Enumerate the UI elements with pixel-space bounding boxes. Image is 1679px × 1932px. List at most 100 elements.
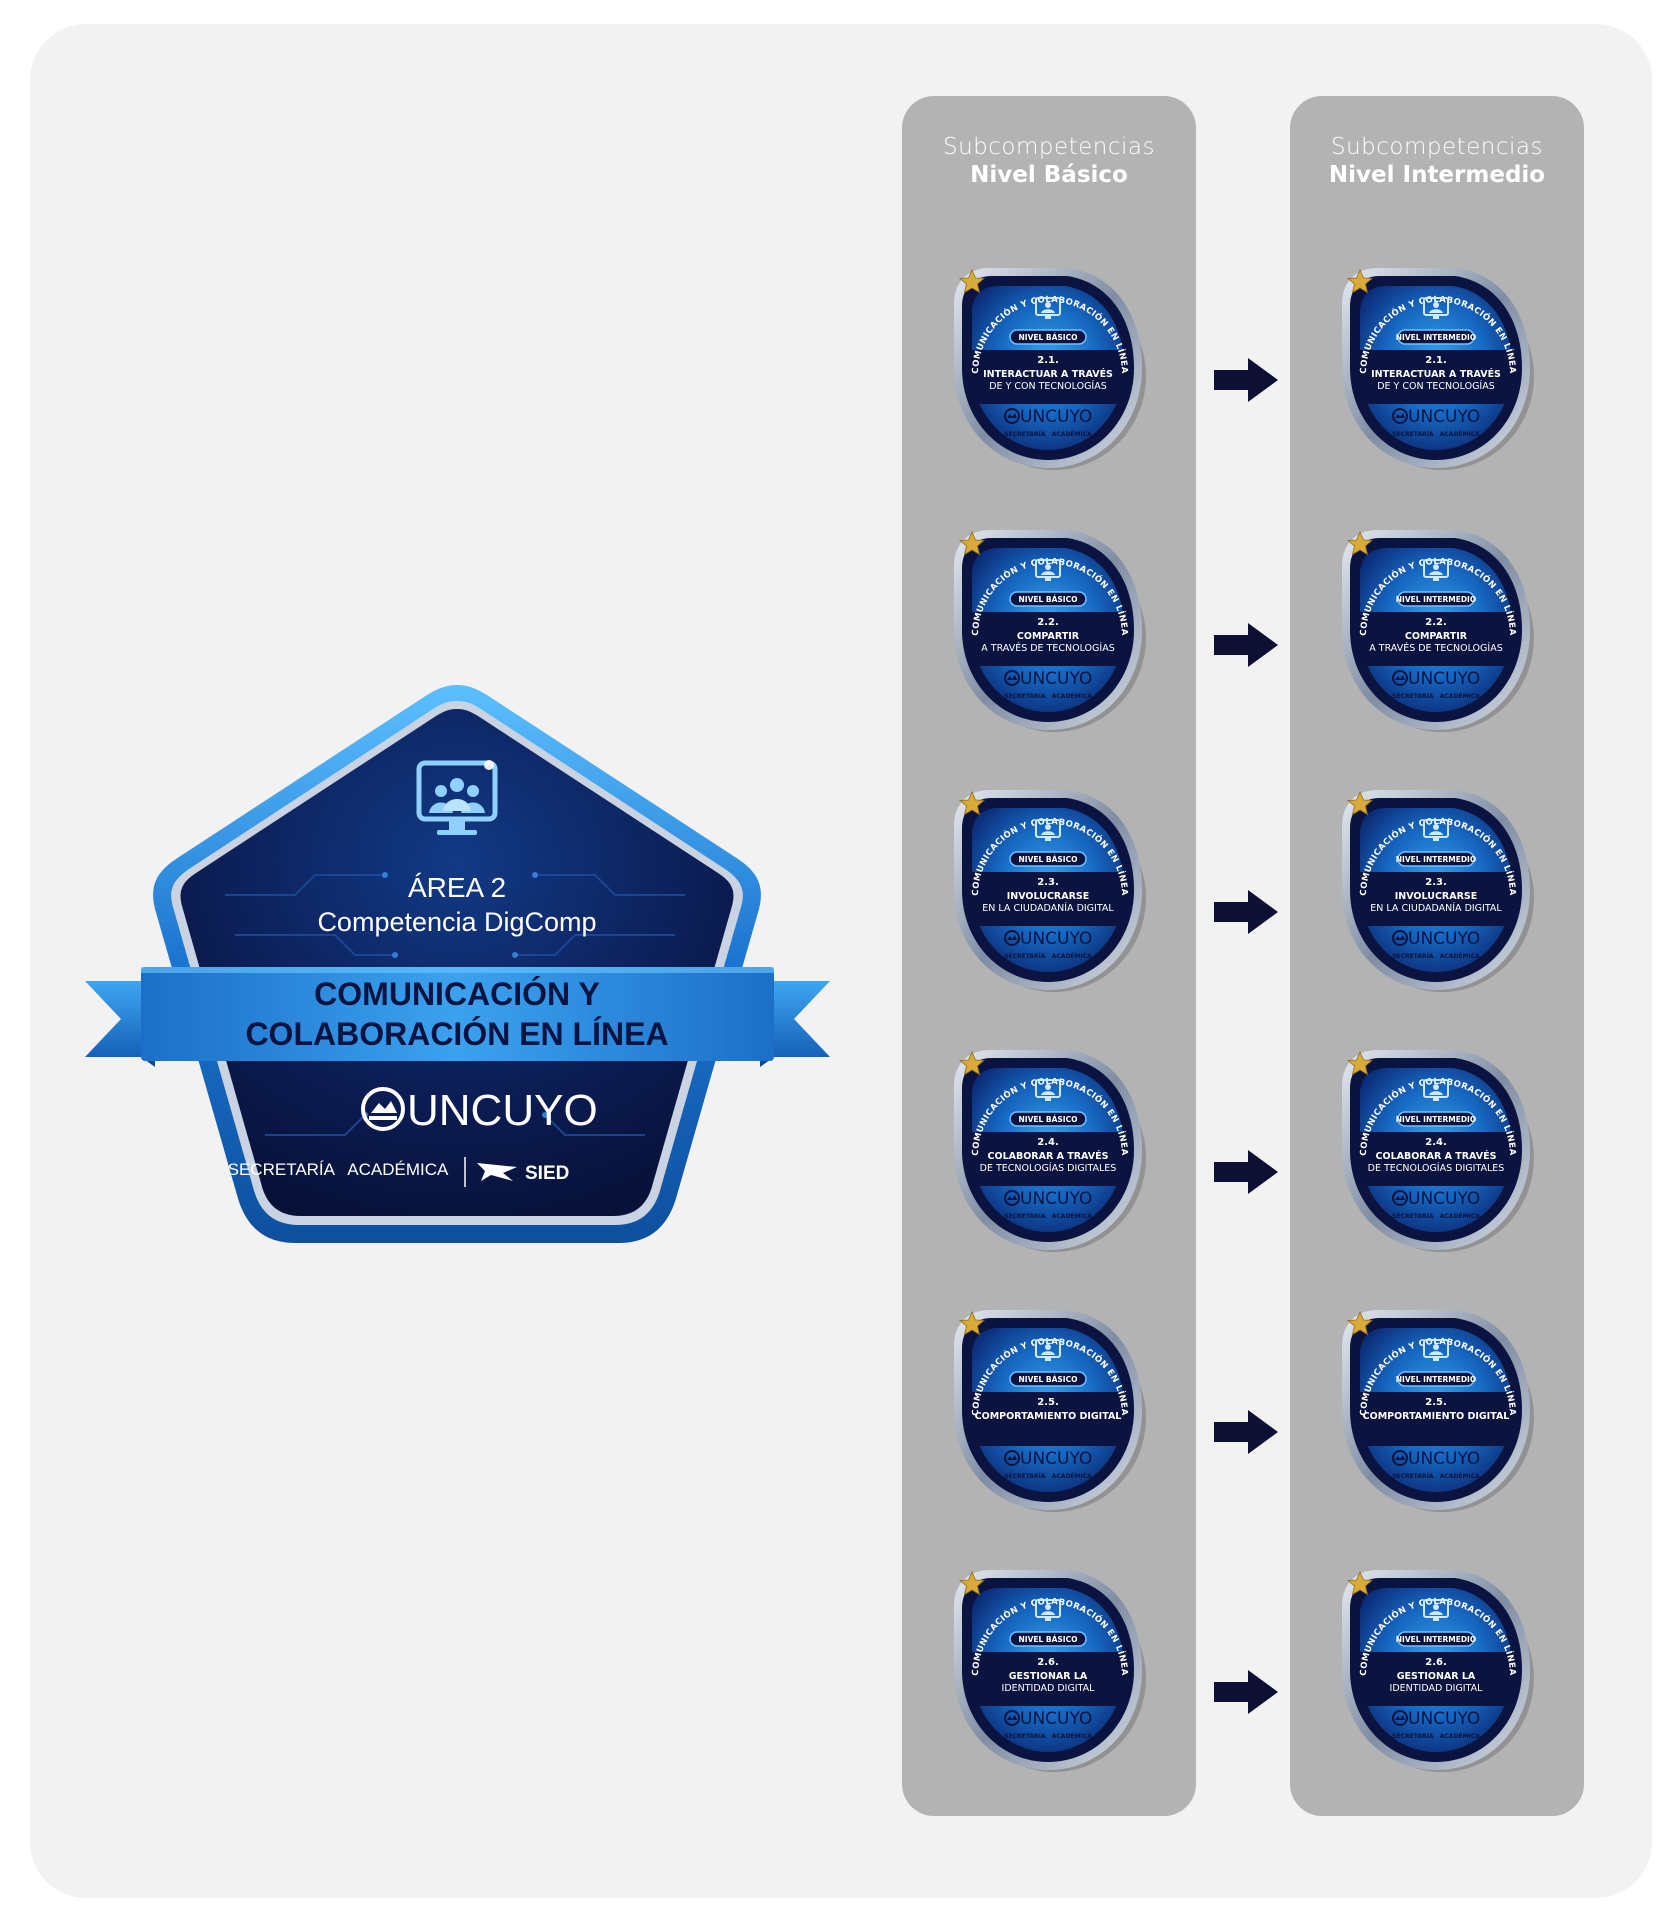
gold-star-icon xyxy=(958,791,986,816)
badge-level-pill: NIVEL INTERMEDIO xyxy=(1396,595,1476,604)
badge-title-line-2: DE Y CON TECNOLOGÍAS xyxy=(1377,380,1495,392)
main-title-line-1: COMUNICACIÓN Y xyxy=(314,976,600,1012)
subcompetencia-badge-2-2-basico: COMUNICACIÓN Y COLABORACIÓN EN LÍNEA NIV… xyxy=(950,526,1146,736)
subcompetencia-badge-2-6-intermedio: COMUNICACIÓN Y COLABORACIÓN EN LÍNEA NIV… xyxy=(1338,1566,1534,1776)
subcompetencia-badge-2-2-intermedio: COMUNICACIÓN Y COLABORACIÓN EN LÍNEA NIV… xyxy=(1338,526,1534,736)
sied-text: SIED xyxy=(525,1163,569,1184)
badge-number: 2.5. xyxy=(1037,1397,1059,1408)
arrow-right-icon xyxy=(1214,623,1278,667)
badge-title-line-1: COLABORAR A TRAVÉS xyxy=(988,1150,1109,1162)
badge-title-line-1: INTERACTUAR A TRAVÉS xyxy=(1371,368,1501,380)
gold-star-icon xyxy=(1346,269,1374,294)
badge-number: 2.3. xyxy=(1425,877,1447,888)
uncuyo-logo: UNCUYO xyxy=(1392,1709,1480,1729)
area-2-main-badge: ÁREA 2 Competencia DigComp COMUNICACIÓN … xyxy=(85,685,830,1260)
subcompetencia-badge-2-5-basico: COMUNICACIÓN Y COLABORACIÓN EN LÍNEA NIV… xyxy=(950,1306,1146,1516)
badge-level-pill: NIVEL INTERMEDIO xyxy=(1396,855,1476,864)
gold-star-icon xyxy=(958,531,986,556)
gold-star-icon xyxy=(1346,1311,1374,1336)
monitor-icon xyxy=(1035,1339,1061,1361)
badge-number: 2.5. xyxy=(1425,1397,1447,1408)
gold-star-icon xyxy=(1346,791,1374,816)
secretaria-academica: SECRETARÍA ACADÉMICA xyxy=(1004,692,1092,700)
uncuyo-logo-text: UNCUYO xyxy=(1020,407,1092,427)
badge-number: 2.2. xyxy=(1425,617,1447,628)
badge-level-pill: NIVEL INTERMEDIO xyxy=(1396,1375,1476,1384)
badge-number: 2.1. xyxy=(1425,355,1447,366)
subcompetencia-badge-svg: COMUNICACIÓN Y COLABORACIÓN EN LÍNEA NIV… xyxy=(954,1050,1146,1252)
uncuyo-logo: UNCUYO xyxy=(1004,1449,1092,1469)
badge-title-line-2: EN LA CIUDADANÍA DIGITAL xyxy=(982,902,1114,914)
arrow-right-icon xyxy=(1214,890,1278,934)
gold-star-icon xyxy=(1346,1051,1374,1076)
uncuyo-logo-text: UNCUYO xyxy=(407,1086,598,1135)
badge-number: 2.4. xyxy=(1425,1137,1447,1148)
subcompetencia-badge-svg: COMUNICACIÓN Y COLABORACIÓN EN LÍNEA NIV… xyxy=(1342,790,1534,992)
secretaria-academica: SECRETARÍA ACADÉMICA xyxy=(1004,1212,1092,1220)
subcompetencia-badge-2-3-basico: COMUNICACIÓN Y COLABORACIÓN EN LÍNEA NIV… xyxy=(950,786,1146,996)
badge-level-pill: NIVEL BÁSICO xyxy=(1019,1375,1078,1384)
badge-title-line-2: DE TECNOLOGÍAS DIGITALES xyxy=(980,1162,1117,1174)
uncuyo-logo: UNCUYO xyxy=(1004,407,1092,427)
badge-number: 2.1. xyxy=(1037,355,1059,366)
uncuyo-logo: UNCUYO xyxy=(1392,929,1480,949)
badge-title-line-2: A TRAVÉS DE TECNOLOGÍAS xyxy=(1369,642,1502,654)
badge-title-line-2: A TRAVÉS DE TECNOLOGÍAS xyxy=(981,642,1114,654)
uncuyo-logo: UNCUYO xyxy=(1004,669,1092,689)
uncuyo-logo: UNCUYO xyxy=(1392,407,1480,427)
uncuyo-logo-text: UNCUYO xyxy=(1408,1449,1480,1469)
badge-number: 2.2. xyxy=(1037,617,1059,628)
uncuyo-logo-text: UNCUYO xyxy=(1020,1189,1092,1209)
badge-number: 2.6. xyxy=(1037,1657,1059,1668)
subcompetencia-badge-svg: COMUNICACIÓN Y COLABORACIÓN EN LÍNEA NIV… xyxy=(954,790,1146,992)
column-heading: Subcompetencias Nivel Básico xyxy=(902,134,1196,188)
badge-title-line-1: INVOLUCRARSE xyxy=(1007,891,1089,902)
arrow-right-icon xyxy=(1214,358,1278,402)
column-heading-light: Subcompetencias xyxy=(1330,134,1543,160)
badge-title-line-1: GESTIONAR LA xyxy=(1009,1671,1088,1682)
gold-star-icon xyxy=(958,1051,986,1076)
uncuyo-logo-text: UNCUYO xyxy=(1408,407,1480,427)
badge-level-pill: NIVEL BÁSICO xyxy=(1019,1635,1078,1644)
subcompetencia-badge-svg: COMUNICACIÓN Y COLABORACIÓN EN LÍNEA NIV… xyxy=(1342,268,1534,470)
subcompetencia-badge-svg: COMUNICACIÓN Y COLABORACIÓN EN LÍNEA NIV… xyxy=(954,530,1146,732)
badge-level-pill: NIVEL INTERMEDIO xyxy=(1396,1635,1476,1644)
subcompetencia-badge-2-4-basico: COMUNICACIÓN Y COLABORACIÓN EN LÍNEA NIV… xyxy=(950,1046,1146,1256)
badge-title-line-2: IDENTIDAD DIGITAL xyxy=(1390,1683,1484,1694)
gold-star-icon xyxy=(958,1571,986,1596)
badge-level-pill: NIVEL BÁSICO xyxy=(1019,1115,1078,1124)
uncuyo-logo-text: UNCUYO xyxy=(1020,669,1092,689)
badge-number: 2.6. xyxy=(1425,1657,1447,1668)
column-heading-bold: Nivel Intermedio xyxy=(1328,162,1546,188)
subcompetencia-badge-svg: COMUNICACIÓN Y COLABORACIÓN EN LÍNEA NIV… xyxy=(954,1310,1146,1512)
subcompetencia-badge-svg: COMUNICACIÓN Y COLABORACIÓN EN LÍNEA NIV… xyxy=(1342,1050,1534,1252)
uncuyo-logo: UNCUYO xyxy=(361,1086,598,1135)
secretaria-academica: SECRETARÍA ACADÉMICA xyxy=(1004,1732,1092,1740)
uncuyo-logo-text: UNCUYO xyxy=(1408,1189,1480,1209)
uncuyo-logo: UNCUYO xyxy=(1392,1449,1480,1469)
badge-title-line-1: GESTIONAR LA xyxy=(1397,1671,1476,1682)
badge-title-line-2: DE TECNOLOGÍAS DIGITALES xyxy=(1368,1162,1505,1174)
badge-number: 2.4. xyxy=(1037,1137,1059,1148)
monitor-icon xyxy=(1423,559,1449,581)
uncuyo-logo: UNCUYO xyxy=(1004,1709,1092,1729)
sied-logo: SIED xyxy=(477,1163,569,1184)
monitor-icon xyxy=(1035,1599,1061,1621)
monitor-icon xyxy=(1423,1599,1449,1621)
uncuyo-logo: UNCUYO xyxy=(1392,1189,1480,1209)
competencia-label: Competencia DigComp xyxy=(317,907,596,937)
badge-title-line-1: COLABORAR A TRAVÉS xyxy=(1376,1150,1497,1162)
subcompetencia-badge-svg: COMUNICACIÓN Y COLABORACIÓN EN LÍNEA NIV… xyxy=(954,1570,1146,1772)
column-heading-bold: Nivel Básico xyxy=(970,162,1128,188)
subcompetencia-badge-svg: COMUNICACIÓN Y COLABORACIÓN EN LÍNEA NIV… xyxy=(1342,1570,1534,1772)
badge-level-pill: NIVEL BÁSICO xyxy=(1019,333,1078,342)
main-title-line-2: COLABORACIÓN EN LÍNEA xyxy=(245,1016,668,1052)
uncuyo-logo-text: UNCUYO xyxy=(1020,929,1092,949)
uncuyo-logo: UNCUYO xyxy=(1392,669,1480,689)
badge-title-line-2: IDENTIDAD DIGITAL xyxy=(1002,1683,1096,1694)
badge-title-line-1: COMPARTIR xyxy=(1017,631,1080,642)
subcompetencia-badge-svg: COMUNICACIÓN Y COLABORACIÓN EN LÍNEA NIV… xyxy=(1342,530,1534,732)
monitor-icon xyxy=(1035,297,1061,319)
uncuyo-logo-text: UNCUYO xyxy=(1020,1449,1092,1469)
secretaria-academica: SECRETARÍA ACADÉMICA xyxy=(1392,692,1480,700)
